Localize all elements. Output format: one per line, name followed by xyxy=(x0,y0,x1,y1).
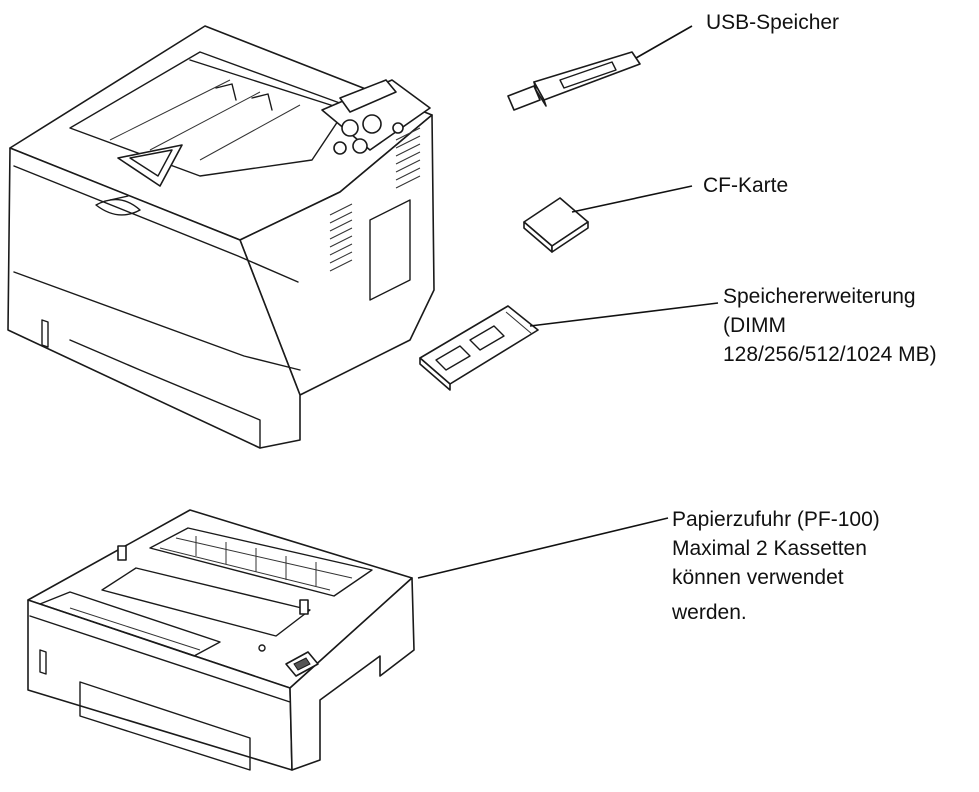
cf-card-label-text: CF-Karte xyxy=(703,171,788,200)
usb-memory-label: USB-Speicher xyxy=(706,8,839,37)
usb-memory-label-text: USB-Speicher xyxy=(706,8,839,37)
paper-feeder-label: Papierzufuhr (PF-100) Maximal 2 Kassette… xyxy=(672,505,880,627)
memory-expansion-line-3: 128/256/512/1024 MB) xyxy=(723,340,937,369)
memory-expansion-label: Speichererweiterung (DIMM 128/256/512/10… xyxy=(723,282,937,369)
paper-feeder-line-3: können verwendet xyxy=(672,563,880,592)
usb-stick-illustration xyxy=(508,26,692,110)
cf-card-label: CF-Karte xyxy=(703,171,788,200)
paper-feeder-line-4: werden. xyxy=(672,598,880,627)
memory-module-illustration xyxy=(420,303,718,390)
paper-feeder-line-1: Papierzufuhr (PF-100) xyxy=(672,505,880,534)
cf-card-illustration xyxy=(524,186,692,252)
paper-feeder-illustration xyxy=(28,510,668,770)
memory-expansion-line-2: (DIMM xyxy=(723,311,937,340)
memory-expansion-line-1: Speichererweiterung xyxy=(723,282,937,311)
printer-illustration xyxy=(8,26,434,448)
paper-feeder-line-2: Maximal 2 Kassetten xyxy=(672,534,880,563)
